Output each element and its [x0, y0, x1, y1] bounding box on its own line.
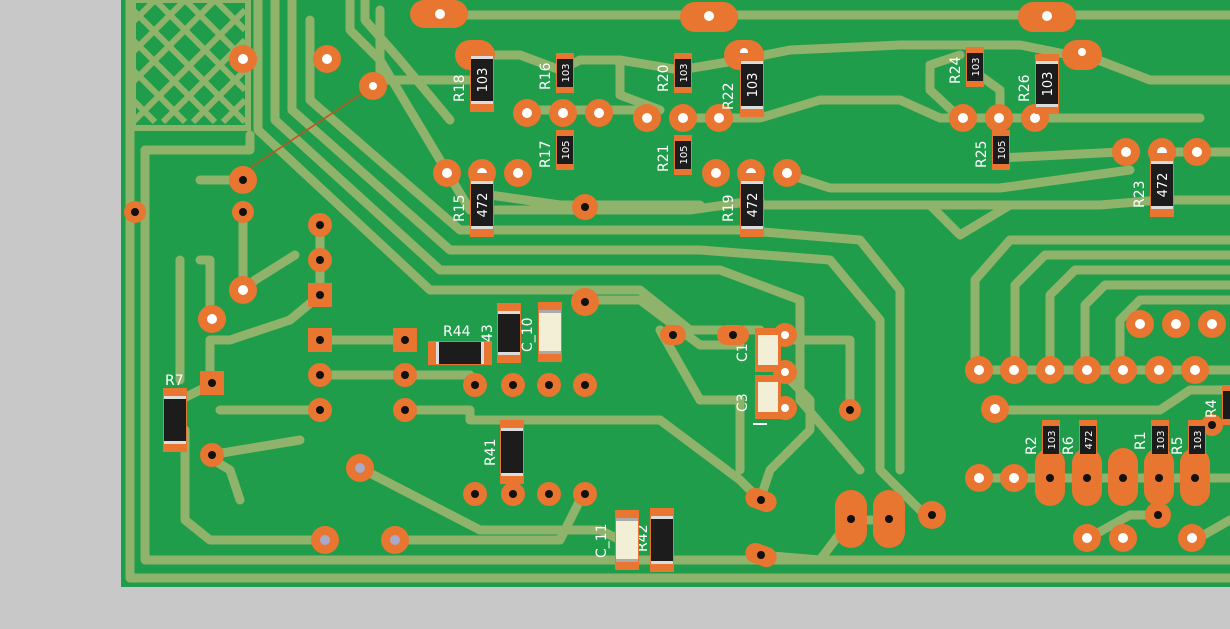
resistor-value: 472	[1084, 430, 1095, 449]
filled-via-holes	[131, 176, 1216, 559]
resistor-value: 103	[1047, 430, 1058, 449]
resistor-r24: 103	[966, 47, 984, 87]
capacitor-c1	[755, 328, 781, 372]
resistor-r16: 103	[556, 53, 574, 93]
resistor-ref: R25	[974, 140, 990, 168]
resistor-r1: 103	[1151, 420, 1169, 460]
resistor-r41	[500, 420, 524, 484]
resistor-ref: R22	[721, 82, 737, 110]
capacitor-ref: C_11	[594, 523, 610, 558]
resistor-r2: 103	[1042, 420, 1060, 460]
resistor-r20: 103	[674, 53, 692, 93]
resistor-r5: 103	[1188, 420, 1206, 460]
resistor-r4	[1222, 385, 1230, 425]
resistor-r15: 472	[470, 173, 494, 237]
resistor-value: 472	[1156, 173, 1171, 198]
resistor-value: 103	[1156, 430, 1167, 449]
capacitor-ref: C3	[735, 393, 751, 412]
resistor-ref: R6	[1061, 436, 1077, 455]
resistor-ref: R26	[1017, 74, 1033, 102]
resistor-r18: 103	[470, 48, 494, 112]
resistor-r23: 472	[1150, 153, 1174, 217]
resistor-ref: R7	[165, 373, 184, 389]
resistor-value: 103	[971, 57, 982, 76]
resistor-value: 105	[997, 140, 1008, 159]
resistor-value: 105	[679, 145, 690, 164]
capacitor-ref: C1	[735, 343, 751, 362]
capacitor-c10	[538, 302, 562, 362]
resistor-ref: R19	[721, 194, 737, 222]
capacitor-c11	[615, 510, 639, 570]
resistor-ref: R4	[1204, 399, 1220, 418]
resistor-ref: R16	[538, 62, 554, 90]
resistor-ref: R2	[1024, 436, 1040, 455]
crosshatch-copper-pour	[130, 0, 251, 131]
resistor-ref: R24	[948, 56, 964, 84]
resistor-ref: R44	[443, 324, 471, 340]
resistor-value: 105	[561, 140, 572, 159]
resistor-r26: 103	[1035, 54, 1059, 114]
resistor-43	[497, 303, 521, 363]
smd-resistors: 103 R18 103 R16 103 R20 103 R22 1	[163, 47, 1230, 572]
resistor-r7	[163, 388, 187, 452]
capacitor-c3	[755, 375, 781, 419]
resistor-ref: R5	[1170, 436, 1186, 455]
resistor-ref: R1	[1133, 431, 1149, 450]
resistor-value: 103	[679, 63, 690, 82]
resistor-value: 472	[476, 193, 491, 218]
resistor-value: 472	[746, 193, 761, 218]
resistor-ref: R17	[538, 140, 554, 168]
capacitor-ref: C_10	[520, 317, 536, 352]
resistor-r19: 472	[740, 173, 764, 237]
resistor-value: 103	[1193, 430, 1204, 449]
resistor-r25: 105	[992, 130, 1010, 170]
drill-holes	[207, 9, 1217, 545]
resistor-r44	[428, 341, 492, 365]
resistor-r17: 105	[556, 130, 574, 170]
ratsnest-line	[234, 85, 374, 179]
resistor-r22: 103	[740, 53, 764, 117]
resistor-value: 103	[476, 68, 491, 93]
resistor-ref: R15	[452, 194, 468, 222]
resistor-value: 103	[561, 63, 572, 82]
resistor-r42	[650, 508, 674, 572]
resistor-value: 103	[746, 73, 761, 98]
resistor-value: 103	[1041, 72, 1056, 97]
resistor-ref: R41	[483, 438, 499, 466]
resistor-r21: 105	[674, 135, 692, 175]
polarity-mark	[753, 423, 767, 425]
resistor-ref: R21	[656, 144, 672, 172]
resistor-ref: R18	[452, 74, 468, 102]
label-43: 43	[480, 324, 496, 342]
smd-capacitors: C_10 C_11 C1 C3	[520, 302, 781, 570]
resistor-r6: 472	[1079, 420, 1097, 460]
resistor-ref: R23	[1132, 180, 1148, 208]
resistor-ref: R20	[656, 64, 672, 92]
